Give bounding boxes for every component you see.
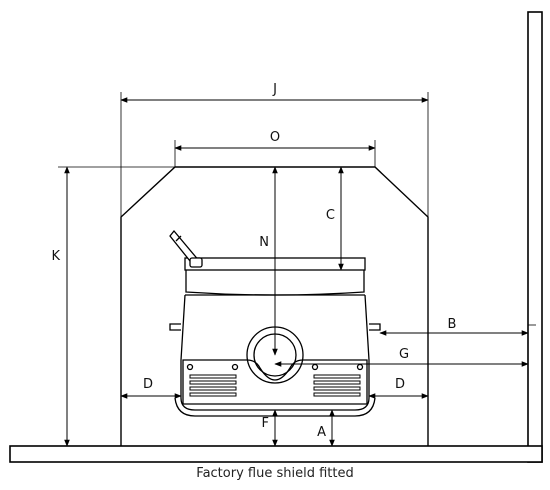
- rear-wall: [527, 11, 543, 463]
- right-vent-slots: [313, 374, 361, 397]
- wall-and-hearth: [9, 11, 543, 463]
- hearth-floor: [9, 445, 543, 463]
- panel-screw: [231, 363, 239, 371]
- label-A: A: [317, 425, 326, 440]
- panel-screw: [356, 363, 364, 371]
- stove-front-panel: [182, 359, 368, 405]
- diagram-caption: Factory flue shield fitted: [196, 466, 354, 481]
- extension-lines: [58, 92, 536, 411]
- left-side-handle: [169, 323, 181, 331]
- dimension-labels: J O K N C B G D D F A: [51, 82, 456, 440]
- left-vent-slots: [189, 374, 237, 397]
- right-side-handle: [369, 323, 381, 331]
- label-G: G: [399, 347, 409, 362]
- label-B: B: [448, 317, 457, 332]
- label-D-right: D: [395, 377, 405, 392]
- label-N: N: [259, 235, 269, 250]
- label-C: C: [326, 208, 335, 223]
- label-J: J: [272, 82, 277, 97]
- stove-lever-handle: [169, 229, 203, 268]
- label-K: K: [51, 249, 60, 264]
- dimension-lines: [64, 97, 529, 447]
- label-F: F: [262, 416, 269, 431]
- label-D-left: D: [143, 377, 153, 392]
- label-O: O: [270, 130, 280, 145]
- panel-screw: [186, 363, 194, 371]
- panel-screw: [311, 363, 319, 371]
